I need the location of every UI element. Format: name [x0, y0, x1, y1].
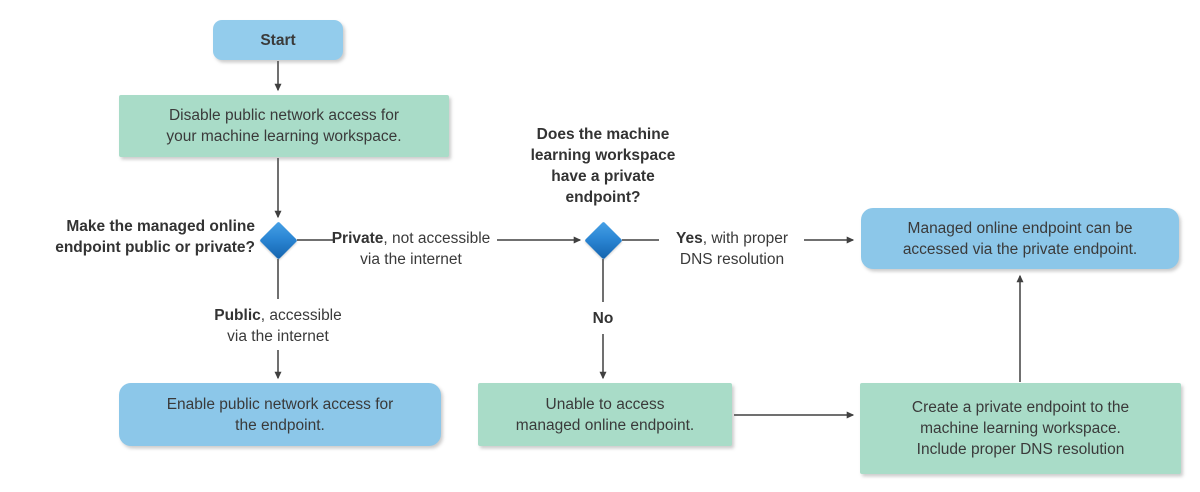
- edge-label-bold: Private: [331, 230, 384, 247]
- node-enable-public-access: Enable public network access for the end…: [119, 383, 441, 446]
- text-line: accessed via the private endpoint.: [902, 240, 1138, 258]
- edge-label-bold: Yes: [675, 230, 703, 247]
- text-line: learning workspace: [530, 147, 676, 164]
- decision1-question: Make the managed online endpoint public …: [10, 216, 255, 258]
- node-text: Managed online endpoint can be accessed …: [903, 218, 1137, 260]
- edge-label-rest: , accessible: [260, 307, 342, 324]
- decision2-question: Does the machine learning workspace have…: [513, 124, 693, 208]
- text-line: Disable public network access for: [168, 107, 399, 124]
- node-disable-public-access: Disable public network access for your m…: [119, 95, 449, 157]
- node-create-private-endpoint: Create a private endpoint to the machine…: [860, 383, 1181, 474]
- text-line: Include proper DNS resolution: [916, 441, 1125, 458]
- text-line: managed online endpoint.: [515, 416, 695, 434]
- edge-label-rest: , not accessible: [383, 230, 491, 247]
- text-line: Managed online endpoint can be: [907, 219, 1133, 237]
- edge-label-private: Private, not accessible via the internet: [330, 228, 492, 270]
- text-line: Unable to access: [545, 395, 665, 413]
- node-unable-to-access: Unable to access managed online endpoint…: [478, 383, 732, 446]
- node-text: Create a private endpoint to the machine…: [912, 397, 1129, 460]
- node-start-label: Start: [260, 31, 296, 49]
- edge-label-bold: Public: [214, 307, 261, 324]
- text-line: via the internet: [360, 251, 462, 268]
- edge-label-no: No: [573, 308, 633, 329]
- text-line: No: [592, 310, 614, 327]
- node-text: Unable to access managed online endpoint…: [516, 394, 694, 436]
- node-text: Enable public network access for the end…: [167, 394, 394, 436]
- text-line: Make the managed online: [66, 218, 255, 235]
- text-line: machine learning workspace.: [920, 420, 1121, 437]
- edge-label-public: Public, accessible via the internet: [198, 305, 358, 347]
- text-line: endpoint?: [565, 189, 641, 206]
- text-line: your machine learning workspace.: [166, 128, 402, 145]
- edge-label-yes: Yes, with proper DNS resolution: [652, 228, 812, 270]
- text-line: Enable public network access for: [166, 395, 394, 413]
- edge-label-rest: , with proper: [702, 230, 789, 247]
- node-start: Start: [213, 20, 343, 60]
- text-line: the endpoint.: [235, 416, 325, 434]
- text-line: Does the machine: [536, 126, 670, 143]
- text-line: Create a private endpoint to the: [911, 399, 1130, 416]
- node-managed-endpoint-private-access: Managed online endpoint can be accessed …: [861, 208, 1179, 269]
- text-line: via the internet: [227, 328, 329, 345]
- text-line: DNS resolution: [679, 251, 785, 268]
- text-line: endpoint public or private?: [55, 239, 255, 256]
- text-line: have a private: [551, 168, 655, 185]
- node-text: Disable public network access for your m…: [166, 105, 401, 147]
